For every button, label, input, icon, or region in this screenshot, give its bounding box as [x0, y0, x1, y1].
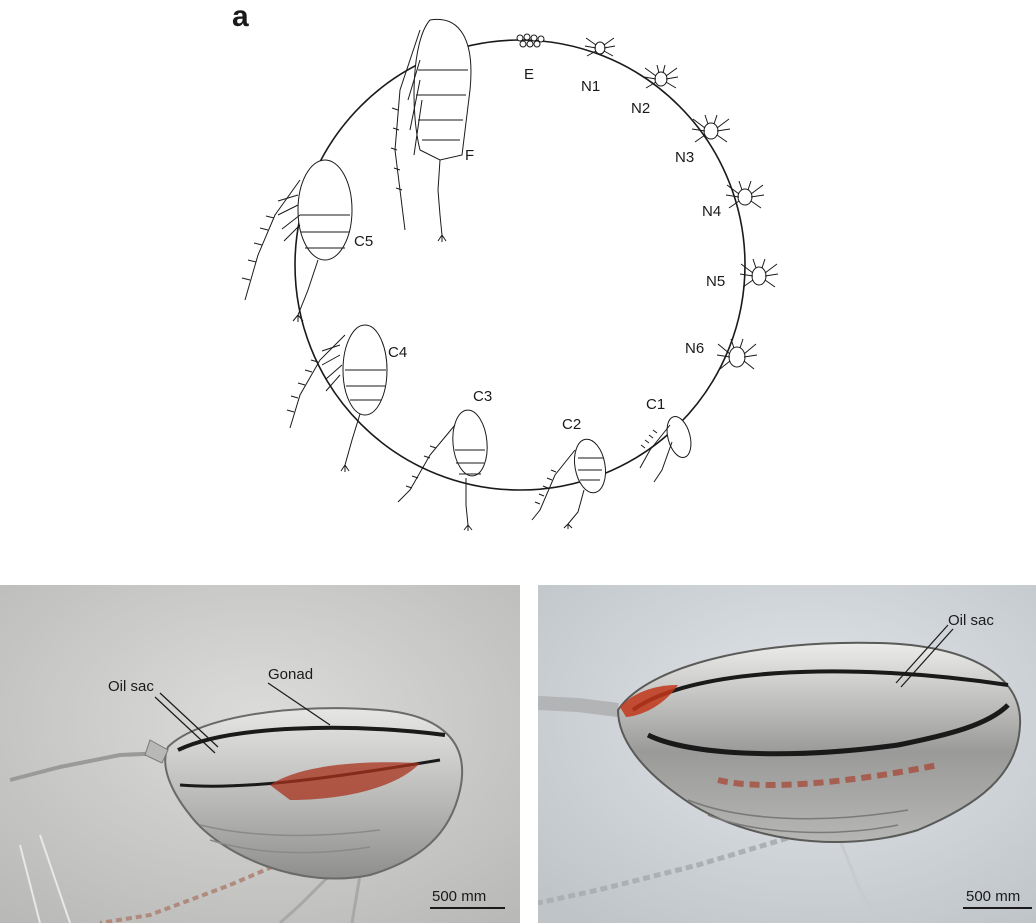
stage-label-n2: N2 [631, 100, 650, 117]
copepodite-c4-drawing [287, 325, 387, 472]
nauplius-n6-drawing [717, 339, 757, 369]
nauplius-n4-drawing [726, 181, 764, 208]
nauplius-n2-drawing [644, 65, 678, 88]
antenna-c [538, 703, 618, 710]
copepodite-c3-drawing [398, 409, 490, 531]
stage-label-c3: C3 [473, 388, 492, 405]
stage-label-n6: N6 [685, 340, 704, 357]
oil-sac-label-b: Oil sac [108, 678, 154, 695]
adult-female-drawing [391, 19, 471, 242]
stage-label-c4: C4 [388, 344, 407, 361]
oil-sac-label-c: Oil sac [948, 612, 994, 629]
photo-b: Oil sac Gonad 500 mm [0, 585, 520, 923]
stage-label-c2: C2 [562, 416, 581, 433]
stage-label-n1: N1 [581, 78, 600, 95]
stage-label-e: E [524, 66, 534, 83]
copepodite-c2-drawing [532, 437, 609, 529]
stage-label-c1: C1 [646, 396, 665, 413]
stage-label-f: F [465, 147, 474, 164]
stage-label-n5: N5 [706, 273, 725, 290]
nauplius-n1-drawing [585, 38, 615, 56]
nauplius-n3-drawing [692, 115, 730, 142]
stage-label-c5: C5 [354, 233, 373, 250]
scale-label-b: 500 mm [432, 888, 486, 905]
scale-label-c: 500 mm [966, 888, 1020, 905]
stage-label-n3: N3 [675, 149, 694, 166]
stage-label-n4: N4 [702, 203, 721, 220]
gonad-label-b: Gonad [268, 666, 313, 683]
copepodite-c1-drawing [640, 414, 695, 482]
life-cycle-diagram: E N1 N2 N3 N4 N5 N6 C1 C2 C3 C4 C5 F [0, 0, 1036, 560]
photo-c: Oil sac 500 mm [538, 585, 1036, 923]
